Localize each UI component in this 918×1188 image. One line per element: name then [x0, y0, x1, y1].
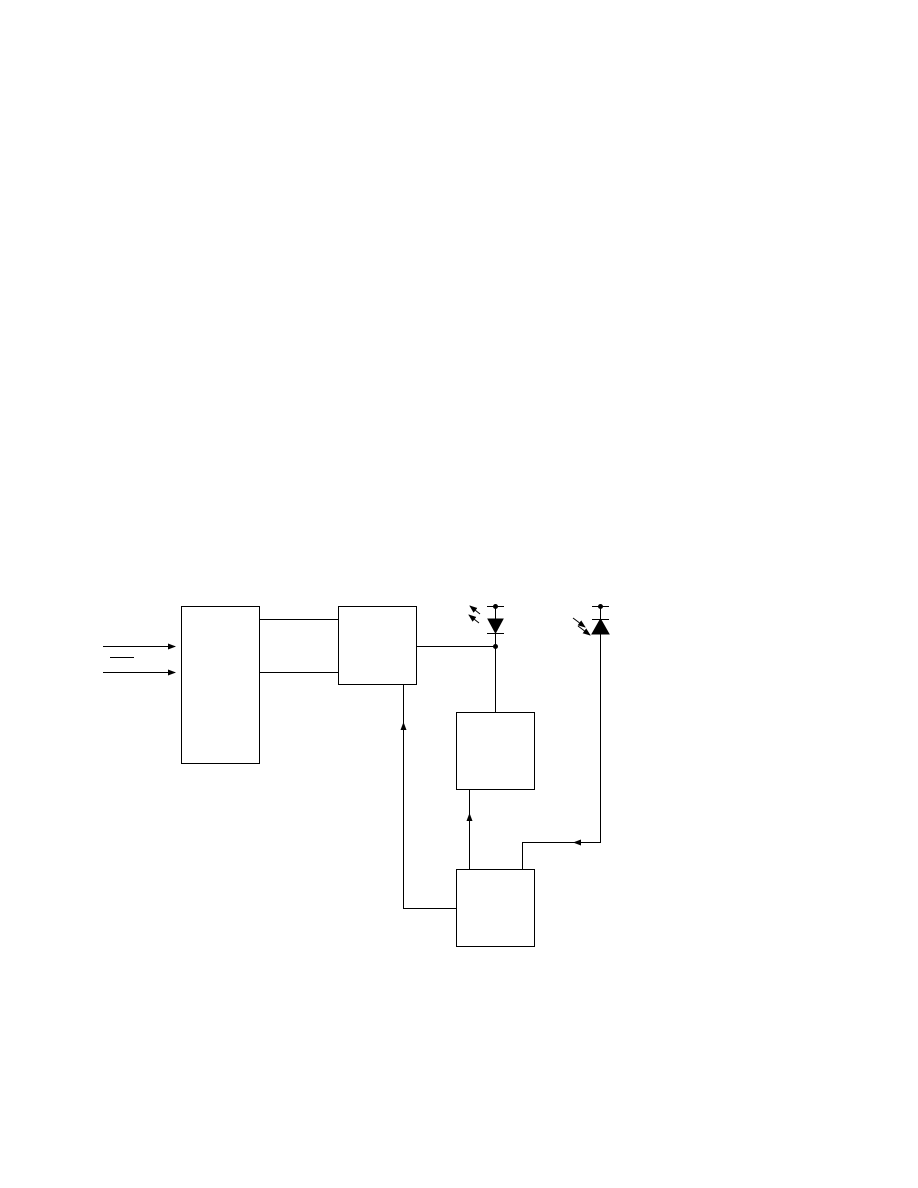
- photodiode-icon: [572, 606, 610, 636]
- photodiode-return-line: [522, 634, 601, 869]
- middle-block: [456, 712, 535, 790]
- led-top-node: [493, 604, 498, 609]
- control-block: [456, 869, 535, 947]
- control-to-driver-line: [403, 685, 456, 909]
- led-emitter-icon: [468, 605, 504, 635]
- photodiode-top-node: [598, 604, 603, 609]
- input-block: [181, 606, 260, 764]
- driver-block: [338, 606, 417, 685]
- led-bottom-node: [493, 644, 498, 649]
